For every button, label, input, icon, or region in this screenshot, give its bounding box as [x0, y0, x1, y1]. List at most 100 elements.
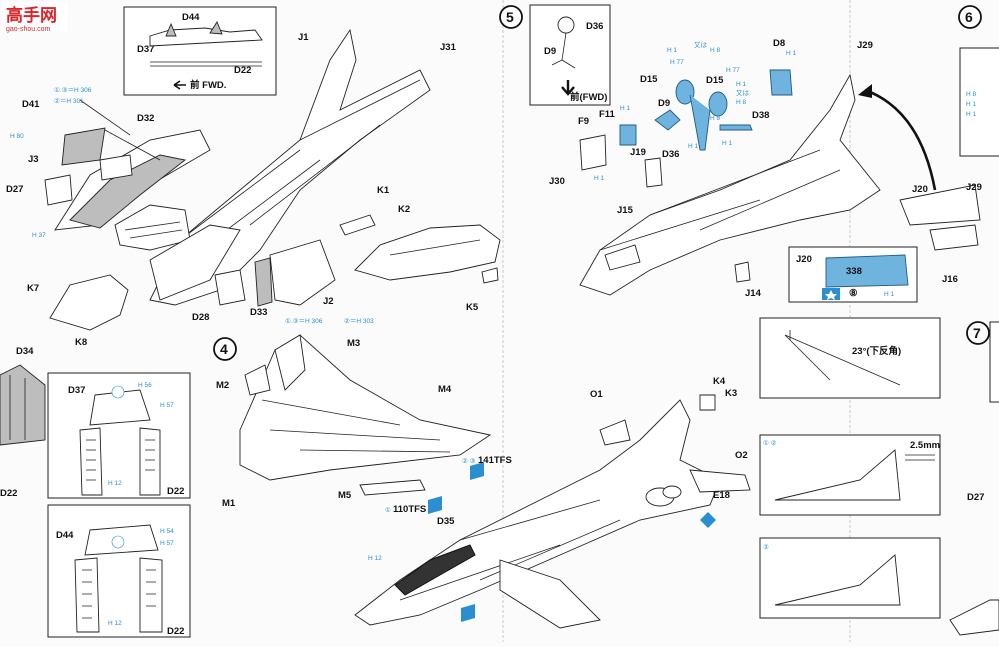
- svg-text:高手网: 高手网: [6, 5, 57, 25]
- inset-box-tail1: [759, 434, 941, 516]
- label-d44-panel: D44: [56, 530, 74, 541]
- label-k8: K8: [75, 337, 87, 348]
- inset-box-gear: [529, 4, 611, 106]
- fuselage-rear-assembly: [44, 28, 431, 306]
- part-d27-partial: [949, 599, 999, 636]
- ref-h1e: H 1: [722, 140, 733, 147]
- label-k1: K1: [377, 185, 390, 196]
- ref-h1d: H 1: [620, 105, 631, 112]
- decal-j20-box: [788, 246, 918, 303]
- ref-h303: ②＝H 303: [344, 317, 374, 325]
- label-d9-inset: D9: [544, 46, 556, 57]
- label-k3: K3: [725, 388, 737, 399]
- label-m4: M4: [438, 384, 452, 395]
- decal-ref-23: ② ③: [462, 457, 476, 465]
- ref-h1g: H 1: [594, 175, 605, 182]
- label-d9: D9: [658, 98, 670, 109]
- label-d44: D44: [182, 12, 200, 23]
- label-j3: J3: [28, 154, 39, 165]
- decal-338: 338: [846, 266, 862, 277]
- ref-h306: ①.③＝H 306: [54, 86, 92, 94]
- ref-circ3: ③: [763, 543, 769, 551]
- svg-text:gao-shou.com: gao-shou.com: [6, 26, 51, 33]
- label-fwd-paren: 前(FWD): [570, 91, 607, 103]
- label-k5: K5: [466, 302, 479, 313]
- ref-h77b: H 77: [726, 67, 740, 74]
- label-d8: D8: [773, 38, 785, 49]
- inset-box-panel-d44: [47, 504, 191, 638]
- label-j20-box: J20: [796, 254, 812, 265]
- ref-h12b: H 12: [108, 620, 122, 627]
- label-j29b: J29: [966, 182, 982, 193]
- decal-marker: [428, 462, 716, 622]
- label-d22-panel2: D22: [167, 626, 184, 637]
- ref-h8d: H 8: [966, 91, 977, 98]
- label-m2: M2: [216, 380, 229, 391]
- label-m5: M5: [338, 490, 352, 501]
- ref-or1: 又は: [694, 41, 708, 49]
- label-d41: D41: [22, 99, 40, 110]
- inset-box-panel-d37: [47, 372, 191, 499]
- label-angle: 23°(下反角): [852, 345, 901, 357]
- label-d28: D28: [192, 312, 209, 323]
- ref-h8c: H 8: [710, 115, 721, 122]
- label-d37-panel: D37: [68, 385, 85, 396]
- label-k7: K7: [27, 283, 39, 294]
- ref-h12c: H 12: [368, 555, 382, 562]
- decal-ref-1: ①: [385, 506, 391, 514]
- ref-h57: H 57: [160, 402, 174, 409]
- inset-box-angle: [759, 317, 941, 399]
- ref-circ12: ① ②: [763, 439, 777, 447]
- label-j20: J20: [912, 184, 928, 195]
- label-d34: D34: [16, 346, 34, 357]
- label-d22-panel: D22: [167, 486, 184, 497]
- label-k2: K2: [398, 204, 410, 215]
- ref-h306b: ①.③＝H 306: [285, 317, 323, 325]
- label-f11: F11: [599, 109, 616, 120]
- ref-h1f: H 1: [688, 143, 699, 150]
- svg-text:6: 6: [965, 9, 973, 25]
- ref-h1k: H 1: [884, 291, 895, 298]
- label-d22-left: D22: [0, 488, 17, 499]
- label-gap: 2.5mm: [910, 440, 940, 451]
- label-j14: J14: [745, 288, 762, 299]
- svg-text:4: 4: [220, 341, 228, 357]
- inset-box-tail2: [759, 537, 941, 619]
- ref-h37: H 37: [32, 232, 46, 239]
- label-d27b: D27: [967, 492, 984, 503]
- label-j19: J19: [630, 147, 646, 158]
- fuselage-front-step5: [579, 73, 981, 296]
- inset-box-cockpit: D44 D37 D22 前 FWD.: [123, 6, 277, 96]
- ref-h77a: H 77: [670, 59, 684, 66]
- ref-h56: H 56: [138, 382, 152, 389]
- ref-h301: ②＝H 301: [54, 97, 84, 105]
- label-e18: E18: [713, 490, 730, 501]
- label-d15b: D15: [706, 75, 724, 86]
- label-d36-inset: D36: [586, 21, 603, 32]
- landing-gear-parts: [579, 69, 793, 188]
- decal-circ8: ⑧: [849, 288, 858, 299]
- label-j2: J2: [323, 296, 334, 307]
- svg-text:7: 7: [973, 325, 981, 341]
- label-d38: D38: [752, 110, 769, 121]
- ref-h1h: H 1: [966, 101, 977, 108]
- inset-box-step7: [989, 321, 999, 403]
- nose-cone-parts: [49, 214, 501, 331]
- label-d32: D32: [137, 113, 154, 124]
- label-m1: M1: [222, 498, 236, 509]
- step-6-marker: 6: [958, 5, 982, 29]
- ref-h54: H 54: [160, 528, 174, 535]
- label-j16: J16: [942, 274, 958, 285]
- ref-h8b: H 8: [736, 99, 747, 106]
- wing-assembly: [239, 334, 492, 496]
- label-d35: D35: [437, 516, 455, 527]
- label-j1: J1: [298, 32, 309, 43]
- label-d37: D37: [137, 44, 154, 55]
- step-7-marker: 7: [966, 321, 990, 345]
- label-fwd: 前 FWD.: [190, 79, 226, 91]
- svg-text:5: 5: [506, 9, 514, 25]
- label-o1: O1: [590, 389, 603, 400]
- label-d33: D33: [250, 307, 267, 318]
- label-j29: J29: [857, 40, 873, 51]
